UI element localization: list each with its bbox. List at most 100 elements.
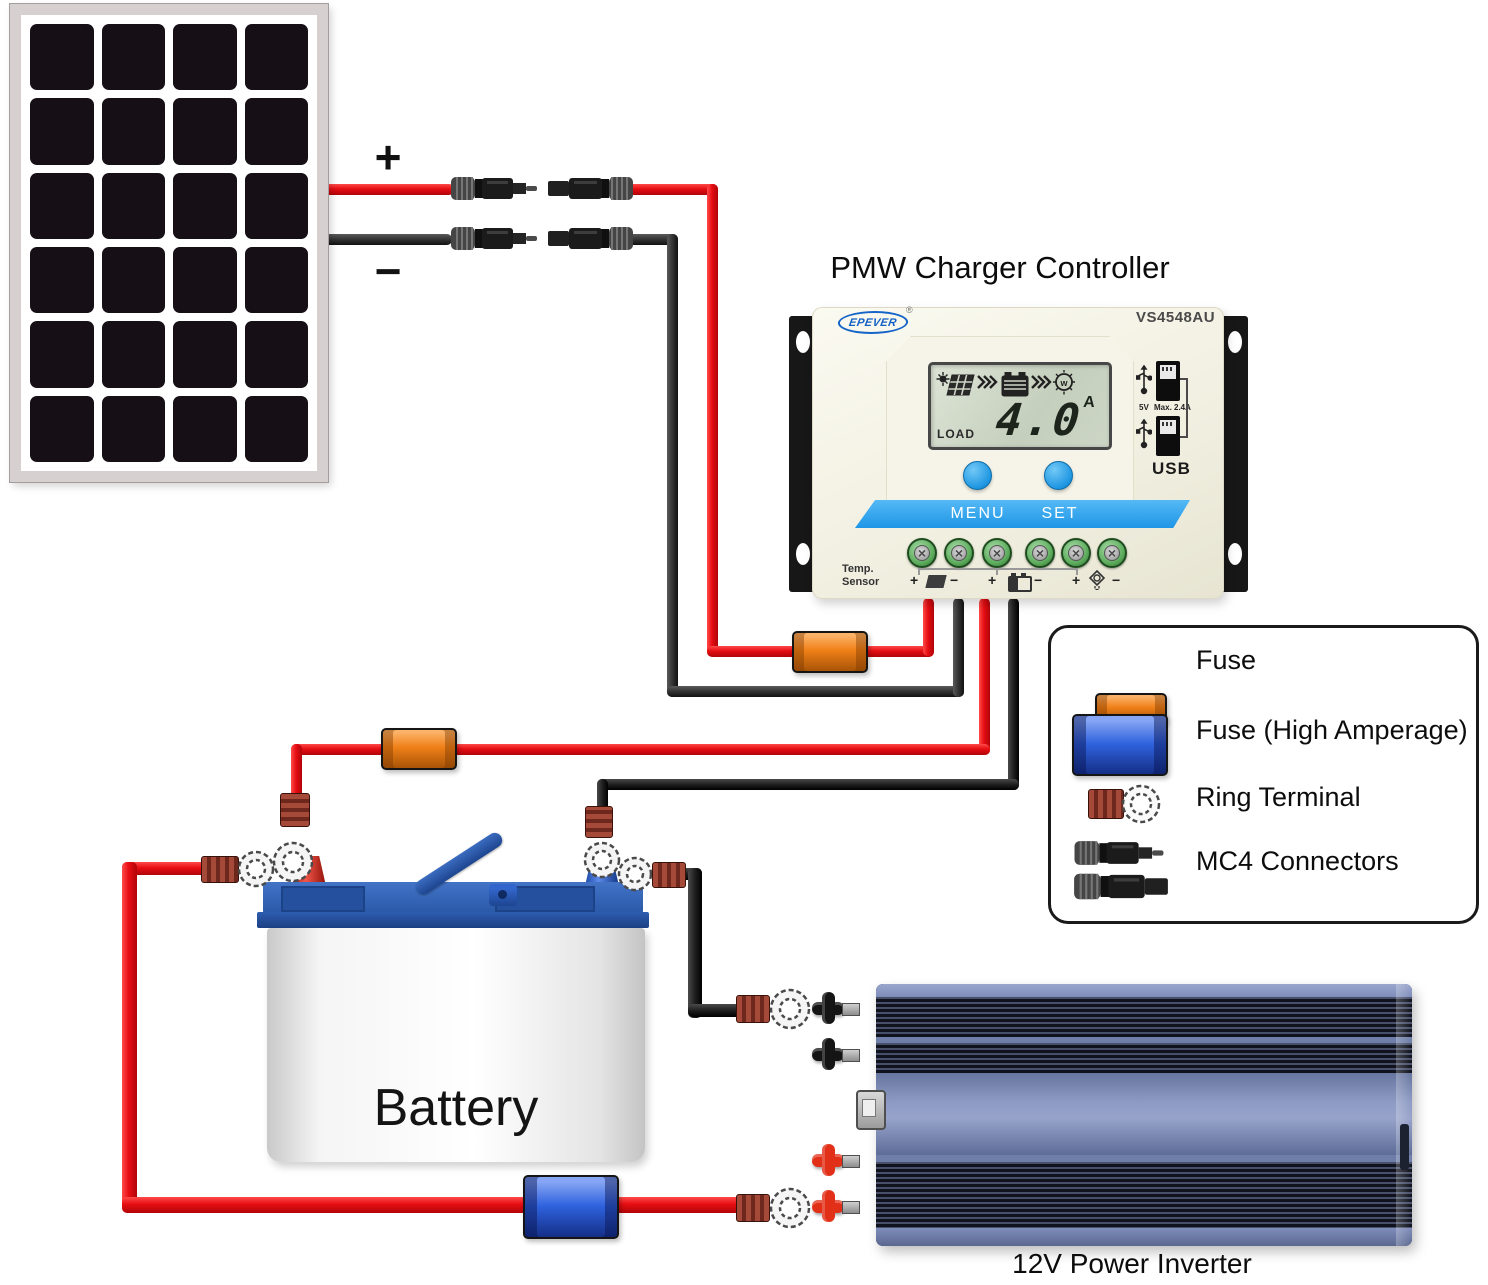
usb-max-label: Max. 2.4A	[1154, 403, 1191, 412]
inverter-negative-terminal	[812, 1038, 860, 1070]
legend-item-fuse: Fuse	[1196, 645, 1257, 675]
ring-terminal-icon	[769, 1187, 811, 1229]
inverter-positive-wire	[122, 862, 137, 1212]
controller-title: PMW Charger Controller	[830, 250, 1170, 285]
inverter-positive-wire	[122, 862, 206, 875]
inverter-negative-wire	[688, 868, 702, 1018]
inverter-negative-wire	[688, 1004, 750, 1017]
pv-negative-wire	[318, 234, 452, 245]
usb-port	[1156, 361, 1180, 401]
terminal-group-bracket	[1076, 568, 1078, 575]
usb-symbol-icon	[1136, 365, 1152, 395]
battery-handle-hole	[498, 890, 507, 899]
inverter-fins	[876, 1043, 1412, 1073]
inverter-label: 12V Power Inverter	[1012, 1248, 1252, 1279]
usb-bracket	[1180, 378, 1188, 380]
legend-ring-terminal-icon	[1088, 789, 1124, 819]
mc4-connector-icon	[451, 227, 537, 250]
ring-terminal-icon	[652, 862, 686, 888]
panel-minus-sign: −	[374, 245, 402, 297]
usb-port	[1156, 416, 1180, 456]
battery-mini-icon	[1021, 573, 1026, 576]
ring-terminal-icon	[280, 793, 310, 827]
pv-positive-wire	[707, 184, 718, 656]
menu-label: MENU	[950, 505, 1006, 522]
ring-terminal-icon	[583, 841, 621, 879]
ring-terminal-icon	[237, 850, 275, 888]
terminal-pv-plus	[907, 538, 937, 568]
usb-label: USB	[1152, 459, 1191, 478]
usb-bracket	[1186, 378, 1188, 438]
legend-mc4-connector-icon	[1074, 841, 1164, 865]
battery-mini-icon	[1008, 576, 1032, 592]
battery-negative-wire	[597, 779, 1019, 790]
terminal-group-bracket	[918, 568, 920, 575]
inverter-fins	[876, 997, 1412, 1037]
ring-terminal-icon	[736, 1194, 770, 1222]
inverter-positive-terminal	[812, 1144, 860, 1176]
lcd-flow-icons: w	[936, 370, 1075, 397]
terminal-bat-minus	[1025, 538, 1055, 568]
pv-positive-wire	[628, 184, 718, 195]
legend-item-mc4-connectors: MC4 Connectors	[1196, 846, 1399, 876]
usb-symbol-icon	[1136, 419, 1152, 449]
mc4-connector-icon	[548, 177, 633, 200]
load-plus-sign: +	[1072, 572, 1081, 588]
bat-plus-sign: +	[988, 572, 997, 588]
terminal-bat-plus	[982, 538, 1012, 568]
solar-cell-grid	[30, 24, 308, 462]
battery-positive-wire	[979, 598, 990, 755]
battery: Battery	[257, 829, 649, 1164]
battery-label: Battery	[373, 1079, 539, 1137]
mount-hole	[796, 331, 810, 353]
ring-terminal-icon	[585, 806, 613, 838]
pv-positive-wire	[923, 598, 934, 656]
battery-negative-wire	[1008, 598, 1019, 790]
terminal-pv-minus	[944, 538, 974, 568]
legend-ring-terminal-icon	[1121, 784, 1161, 824]
power-inverter	[876, 984, 1412, 1246]
svg-text:w: w	[1059, 378, 1068, 388]
fuse-icon	[381, 728, 457, 770]
terminal-load-minus	[1097, 538, 1127, 568]
battery-top-block	[281, 886, 365, 912]
battery-body	[267, 928, 645, 1162]
registered-mark: ®	[906, 305, 913, 315]
terminal-load-plus	[1061, 538, 1091, 568]
pv-negative-wire	[667, 686, 964, 697]
panel-plus-sign: +	[374, 131, 402, 183]
ring-terminal-icon	[617, 856, 653, 892]
controller-model: VS4548AU	[1136, 309, 1216, 326]
terminal-group-bracket	[918, 568, 1078, 570]
lcd-load-label: LOAD	[937, 427, 975, 441]
ring-terminal-icon	[272, 841, 314, 883]
mount-hole	[796, 543, 810, 565]
inverter-positive-wire	[122, 1197, 758, 1213]
brand-text: EPEVER	[848, 316, 898, 329]
battery-lip	[257, 912, 649, 928]
set-button	[1044, 461, 1073, 490]
battery-negative-wire	[597, 779, 608, 811]
fuse-icon	[792, 631, 868, 673]
bat-minus-sign: −	[1034, 572, 1043, 588]
legend-item-ring-terminal: Ring Terminal	[1196, 782, 1361, 812]
lcd-amp-reading: 4.0A	[993, 394, 1096, 446]
mc4-connector-icon	[451, 177, 537, 200]
epever-logo: EPEVER	[835, 311, 911, 334]
terminal-group-bracket	[996, 568, 998, 575]
load-lamp-mini-icon	[1088, 570, 1106, 590]
pv-positive-wire	[318, 184, 454, 195]
mount-hole	[1228, 543, 1242, 565]
ring-terminal-icon	[769, 988, 811, 1030]
pv-negative-wire	[628, 234, 678, 245]
menu-button	[963, 461, 992, 490]
lcd-display: w LOAD	[928, 362, 1112, 450]
battery-positive-wire	[291, 744, 302, 806]
legend-mc4-connector-icon	[1074, 873, 1168, 900]
set-label: SET	[1041, 505, 1079, 522]
pv-mini-icon	[925, 575, 947, 588]
inverter-side-slot	[1400, 1124, 1409, 1170]
charge-controller: EPEVER ® VS4548AU w	[812, 305, 1224, 599]
menu-set-band: MENU SET	[855, 500, 1190, 528]
